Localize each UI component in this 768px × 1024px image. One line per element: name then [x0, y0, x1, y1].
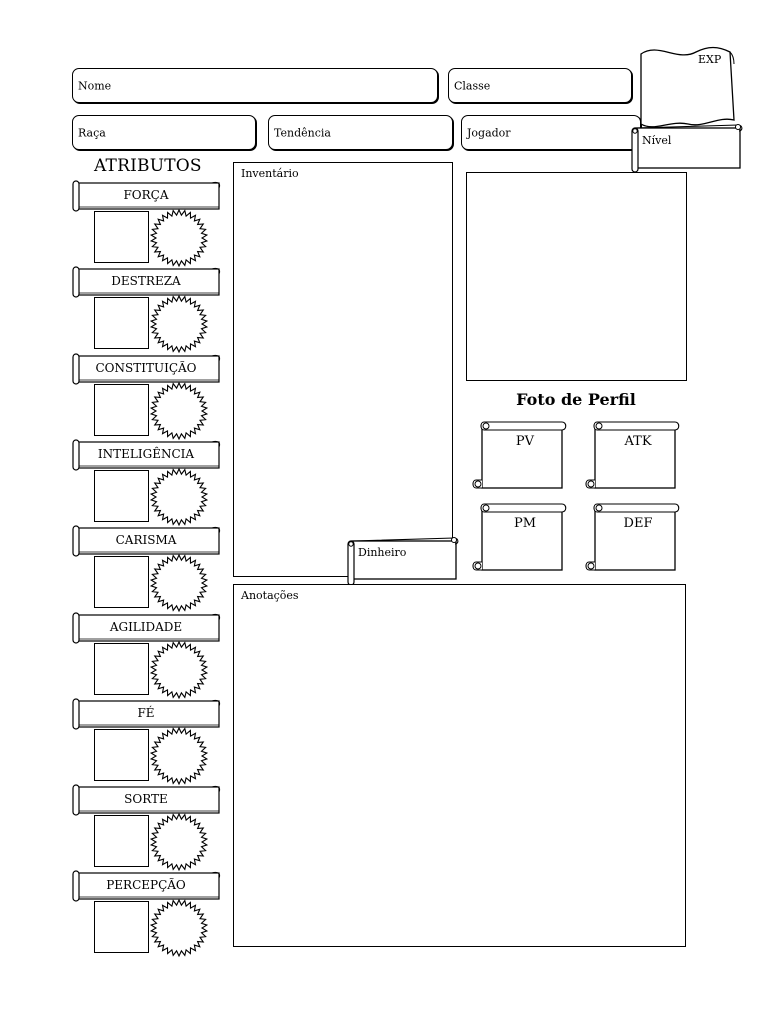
stat-label: PM [513, 516, 537, 531]
attribute-forca-value-box[interactable] [94, 211, 149, 263]
attribute-label: PERCEPÇÃO [106, 878, 186, 892]
stat-def-field[interactable]: DEF [585, 502, 680, 574]
exp-label: EXP [698, 53, 722, 66]
stat-scroll-shape [585, 503, 680, 571]
class-field[interactable]: Classe [448, 68, 632, 103]
starburst-icon [149, 640, 209, 700]
attribute-carisma-scroll: CARISMA [72, 525, 221, 557]
attribute-label: INTELIGÊNCIA [97, 447, 195, 461]
scroll-shape [72, 698, 221, 730]
scroll-shape [72, 439, 221, 471]
name-label: Nome [78, 79, 112, 92]
attribute-label: SORTE [124, 792, 168, 806]
player-label: Jogador [467, 126, 511, 139]
attribute-fe-value-box[interactable] [94, 729, 149, 781]
stat-scroll-shape [585, 421, 680, 489]
exp-field[interactable]: EXP [638, 44, 740, 130]
profile-photo-title: Foto de Perfil [516, 390, 636, 409]
attribute-label: CONSTITUIÇÃO [95, 361, 197, 375]
attribute-agilidade-value-box[interactable] [94, 643, 149, 695]
starburst-icon [149, 381, 209, 441]
starburst-icon [149, 467, 209, 527]
starburst-icon [149, 812, 209, 872]
inventory-panel[interactable]: Inventário [233, 162, 453, 577]
player-field[interactable]: Jogador [461, 115, 641, 150]
class-label: Classe [454, 79, 491, 92]
stat-scroll-shape [472, 421, 567, 489]
attribute-inteligencia-scroll: INTELIGÊNCIA [72, 439, 221, 471]
starburst-icon [149, 553, 209, 613]
attribute-constituicao-value-box[interactable] [94, 384, 149, 436]
attribute-label: FORÇA [123, 188, 169, 202]
attribute-fe-modifier-burst[interactable] [149, 726, 210, 790]
starburst-icon [149, 898, 209, 958]
stat-label: ATK [624, 434, 652, 449]
starburst-icon [149, 726, 209, 786]
alignment-label: Tendência [274, 126, 331, 139]
stat-pv-field[interactable]: PV [472, 420, 567, 492]
notes-label: Anotações [241, 589, 299, 602]
scroll-shape [72, 870, 221, 902]
stat-scroll-shape [472, 503, 567, 571]
money-field[interactable]: Dinheiro [346, 535, 460, 587]
attribute-label: DESTREZA [111, 274, 181, 288]
attribute-carisma-value-box[interactable] [94, 556, 149, 608]
attribute-percepcao-scroll: PERCEPÇÃO [72, 870, 221, 902]
alignment-field[interactable]: Tendência [268, 115, 453, 150]
attribute-fe-scroll: FÉ [72, 698, 221, 730]
attribute-label: CARISMA [115, 533, 177, 547]
scroll-shape [72, 784, 221, 816]
name-field[interactable]: Nome [72, 68, 438, 103]
attribute-destreza-modifier-burst[interactable] [149, 294, 210, 358]
attribute-destreza-scroll: DESTREZA [72, 266, 221, 298]
attribute-inteligencia-value-box[interactable] [94, 470, 149, 522]
scroll-shape [72, 266, 221, 298]
starburst-icon [149, 208, 209, 268]
attribute-agilidade-scroll: AGILIDADE [72, 612, 221, 644]
stat-label: PV [515, 434, 535, 449]
stat-pm-field[interactable]: PM [472, 502, 567, 574]
attribute-forca-scroll: FORÇA [72, 180, 221, 212]
attribute-label: FÉ [137, 706, 155, 720]
attribute-forca-modifier-burst[interactable] [149, 208, 210, 272]
level-field[interactable]: Nível [630, 122, 744, 174]
stat-atk-field[interactable]: ATK [585, 420, 680, 492]
scroll-shape [72, 180, 221, 212]
attributes-title: ATRIBUTOS [94, 156, 202, 176]
scroll-shape [72, 353, 221, 385]
scroll-shape [72, 525, 221, 557]
attribute-inteligencia-modifier-burst[interactable] [149, 467, 210, 531]
level-scroll-shape [631, 124, 743, 173]
profile-photo-frame[interactable] [466, 172, 687, 381]
level-label: Nível [642, 134, 672, 147]
starburst-icon [149, 294, 209, 354]
attribute-sorte-value-box[interactable] [94, 815, 149, 867]
notes-panel[interactable]: Anotações [233, 584, 686, 947]
race-label: Raça [78, 126, 106, 139]
attribute-destreza-value-box[interactable] [94, 297, 149, 349]
stat-label: DEF [623, 516, 653, 531]
money-scroll-shape [347, 537, 459, 586]
scroll-shape [72, 612, 221, 644]
attribute-percepcao-value-box[interactable] [94, 901, 149, 953]
attribute-sorte-modifier-burst[interactable] [149, 812, 210, 876]
attribute-carisma-modifier-burst[interactable] [149, 553, 210, 617]
inventory-label: Inventário [241, 167, 299, 180]
attribute-sorte-scroll: SORTE [72, 784, 221, 816]
exp-banner-shape [640, 46, 735, 128]
attribute-label: AGILIDADE [109, 620, 183, 634]
money-label: Dinheiro [358, 546, 407, 559]
race-field[interactable]: Raça [72, 115, 256, 150]
attribute-constituicao-modifier-burst[interactable] [149, 381, 210, 445]
attribute-agilidade-modifier-burst[interactable] [149, 640, 210, 704]
attribute-percepcao-modifier-burst[interactable] [149, 898, 210, 962]
attribute-constituicao-scroll: CONSTITUIÇÃO [72, 353, 221, 385]
